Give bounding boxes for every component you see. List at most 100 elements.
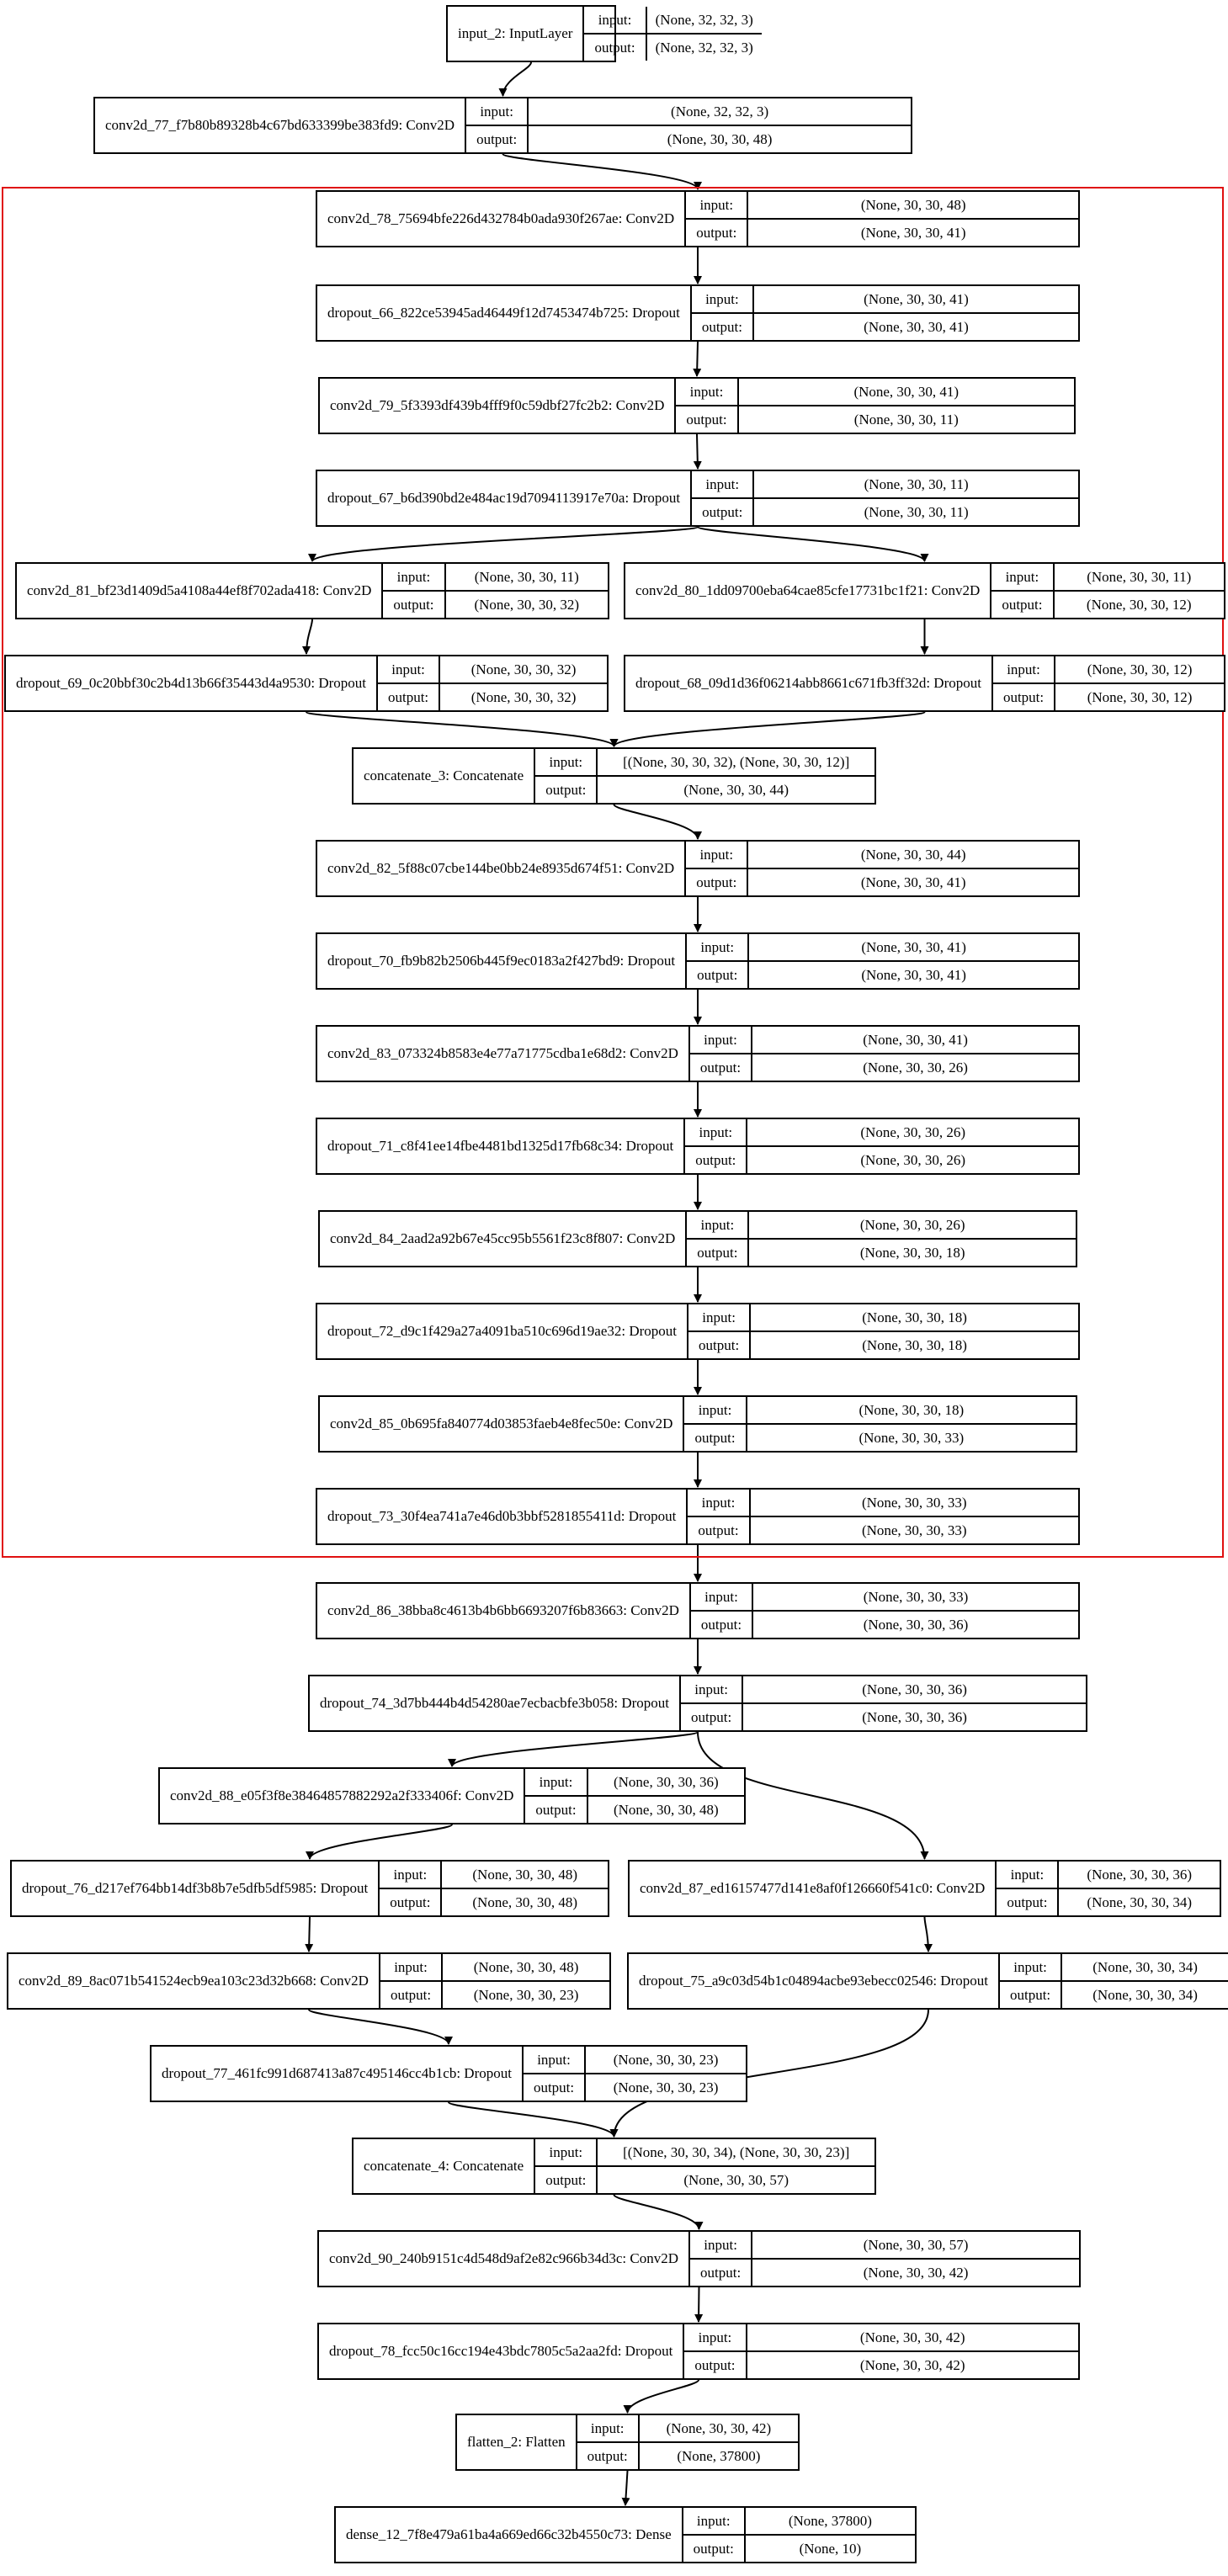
shape-values: (None, 30, 30, 44)(None, 30, 30, 41) — [748, 842, 1078, 895]
shape-values: (None, 30, 30, 33)(None, 30, 30, 36) — [753, 1584, 1078, 1638]
shape-values: (None, 30, 30, 57)(None, 30, 30, 42) — [752, 2232, 1079, 2286]
input-shape: (None, 30, 30, 41) — [749, 934, 1078, 962]
layer-name: dropout_71_c8f41ee14fbe4481bd1325d17fb68… — [317, 1119, 686, 1173]
output-label: output: — [696, 874, 737, 890]
input-shape: (None, 30, 30, 36) — [1059, 1862, 1220, 1889]
input-label: input: — [683, 2508, 744, 2536]
layer-name: conv2d_85_0b695fa840774d03853faeb4e8fec5… — [320, 1397, 685, 1451]
shape-labels: input:output: — [999, 1954, 1063, 2008]
edge-arrow — [609, 2009, 929, 2138]
input-label: input: — [681, 1676, 742, 1704]
input-shape: (None, 30, 30, 18) — [747, 1397, 1076, 1425]
shape-values: (None, 30, 30, 12)(None, 30, 30, 12) — [1055, 656, 1224, 710]
input-label: input: — [690, 2232, 752, 2260]
output-shape: (None, 30, 30, 48) — [472, 1893, 578, 1910]
layer-node: conv2d_89_8ac071b541524ecb9ea103c23d32b6… — [7, 1952, 611, 2010]
layer-name: flatten_2: Flatten — [457, 2415, 577, 2469]
output-shape: (None, 30, 30, 11) — [864, 503, 969, 520]
layer-node: conv2d_86_38bba8c4613b4b6bb6693207f6b836… — [316, 1582, 1080, 1639]
input-shape: (None, 30, 30, 18) — [751, 1304, 1078, 1332]
output-shape: (None, 30, 30, 42) — [859, 2356, 965, 2373]
shape-labels: input: output: — [676, 379, 739, 433]
layer-name: dropout_73_30f4ea741a7e46d0b3bbf52818554… — [317, 1490, 688, 1543]
edge-arrow — [693, 341, 702, 377]
edge-arrow — [448, 2101, 619, 2138]
shape-labels: input:output: — [584, 7, 647, 61]
shape-labels: input:output: — [523, 2047, 587, 2101]
shape-labels: input:output: — [991, 564, 1055, 618]
output-shape: (None, 30, 30, 32) — [470, 688, 577, 705]
layer-name: conv2d_86_38bba8c4613b4b6bb6693207f6b836… — [317, 1584, 691, 1638]
input-label: input: — [690, 1584, 752, 1612]
shape-values: (None, 30, 30, 26)(None, 30, 30, 26) — [747, 1119, 1078, 1173]
layer-name: dropout_74_3d7bb444b4d54280ae7ecbacbfe3b… — [310, 1676, 681, 1730]
layer-node: dropout_69_0c20bbf30c2b4d13b66f35443d4a9… — [4, 655, 609, 712]
shape-values: (None, 30, 30, 48) (None, 30, 30, 48) — [442, 1862, 608, 1915]
edge-arrow — [923, 1916, 933, 1952]
input-label: input: — [523, 2047, 585, 2074]
shape-labels: input:output: — [691, 286, 754, 340]
output-shape: (None, 30, 30, 12) — [1086, 596, 1192, 613]
input-label: input: — [377, 656, 439, 684]
input-shape: (None, 30, 30, 11) — [1054, 564, 1224, 592]
layer-node: dropout_70_fb9b82b2506b445f9ec0183a2f427… — [316, 932, 1080, 990]
layer-name: conv2d_79_5f3393df439b4fff9f0c59dbf27fc2… — [320, 379, 677, 433]
shape-values: (None, 30, 30, 48)(None, 30, 30, 41) — [748, 192, 1078, 246]
output-shape: (None, 30, 30, 41) — [864, 318, 969, 335]
input-shape: (None, 30, 30, 42) — [639, 2415, 798, 2443]
output-shape: (None, 30, 30, 41) — [860, 224, 966, 241]
input-shape: (None, 30, 30, 33) — [753, 1584, 1078, 1612]
edge-arrow — [613, 2194, 704, 2230]
layer-name: concatenate_4: Concatenate — [354, 2139, 536, 2193]
shape-labels: input:output: — [684, 1397, 747, 1451]
input-shape: (None, 30, 30, 41) — [754, 286, 1078, 314]
input-label: input: — [577, 2415, 638, 2443]
output-shape: (None, 30, 30, 26) — [863, 1059, 968, 1076]
shape-labels: input:output: — [683, 2508, 746, 2562]
layer-node: dropout_75_a9c03d54b1c04894acbe93ebecc02… — [627, 1952, 1228, 2010]
shape-values: [(None, 30, 30, 34), (None, 30, 30, 23)]… — [598, 2139, 874, 2193]
layer-name: conv2d_77_f7b80b89328b4c67bd633399be383f… — [95, 98, 467, 152]
shape-labels: input:output: — [686, 842, 749, 895]
edge-arrow — [621, 2470, 630, 2506]
input-shape: (None, 30, 30, 26) — [749, 1212, 1076, 1240]
shape-labels: input:output: — [997, 1862, 1060, 1915]
shape-values: (None, 30, 30, 41)(None, 30, 30, 11) — [738, 379, 1074, 433]
layer-name: dropout_76_d217ef764bb14df3b8b7e5dfb5df5… — [12, 1862, 380, 1915]
input-label: input: — [676, 379, 737, 406]
shape-labels: input:output: — [380, 1954, 444, 2008]
shape-labels: input:output: — [535, 749, 598, 803]
input-shape: (None, 30, 30, 11) — [445, 564, 608, 592]
shape-values: (None, 30, 30, 34)(None, 30, 30, 34) — [1062, 1954, 1228, 2008]
shape-labels: input:output: — [992, 656, 1056, 710]
shape-values: (None, 30, 30, 11) (None, 30, 30, 12) — [1054, 564, 1224, 618]
edge-arrow — [306, 1824, 453, 1860]
shape-values: (None, 30, 30, 11)(None, 30, 30, 32) — [445, 564, 608, 618]
output-label: output: — [686, 411, 727, 428]
input-shape: (None, 30, 30, 44) — [748, 842, 1078, 869]
shape-labels: input:output: — [688, 1304, 752, 1358]
shape-labels: input:output: — [689, 1027, 753, 1081]
output-shape: (None, 30, 30, 48) — [667, 130, 773, 147]
input-shape: (None, 30, 30, 26) — [747, 1119, 1078, 1147]
output-label: output: — [545, 2171, 587, 2188]
edge-arrow — [308, 526, 699, 562]
output-label: output: — [697, 1244, 738, 1261]
output-shape: (None, 30, 30, 12) — [1087, 688, 1193, 705]
output-label: output: — [694, 1429, 736, 1446]
input-label: input: — [525, 1769, 587, 1797]
shape-values: (None, 30, 30, 18)(None, 30, 30, 33) — [747, 1397, 1076, 1451]
layer-node: dropout_74_3d7bb444b4d54280ae7ecbacbfe3b… — [308, 1675, 1087, 1732]
edge-arrow — [697, 1731, 929, 1860]
input-shape: (None, 30, 30, 48) — [442, 1862, 608, 1889]
shape-labels: input:output: — [687, 934, 750, 988]
shape-labels: input:output: — [466, 98, 529, 152]
input-shape: (None, 30, 30, 42) — [747, 2324, 1078, 2352]
edge-arrow — [498, 61, 532, 97]
shape-values: (None, 30, 30, 33)(None, 30, 30, 33) — [750, 1490, 1078, 1543]
input-shape: [(None, 30, 30, 32), (None, 30, 30, 12)] — [598, 749, 874, 777]
input-shape: (None, 30, 30, 57) — [752, 2232, 1079, 2260]
layer-name: conv2d_87_ed16157477d141e8af0f126660f541… — [630, 1862, 997, 1915]
